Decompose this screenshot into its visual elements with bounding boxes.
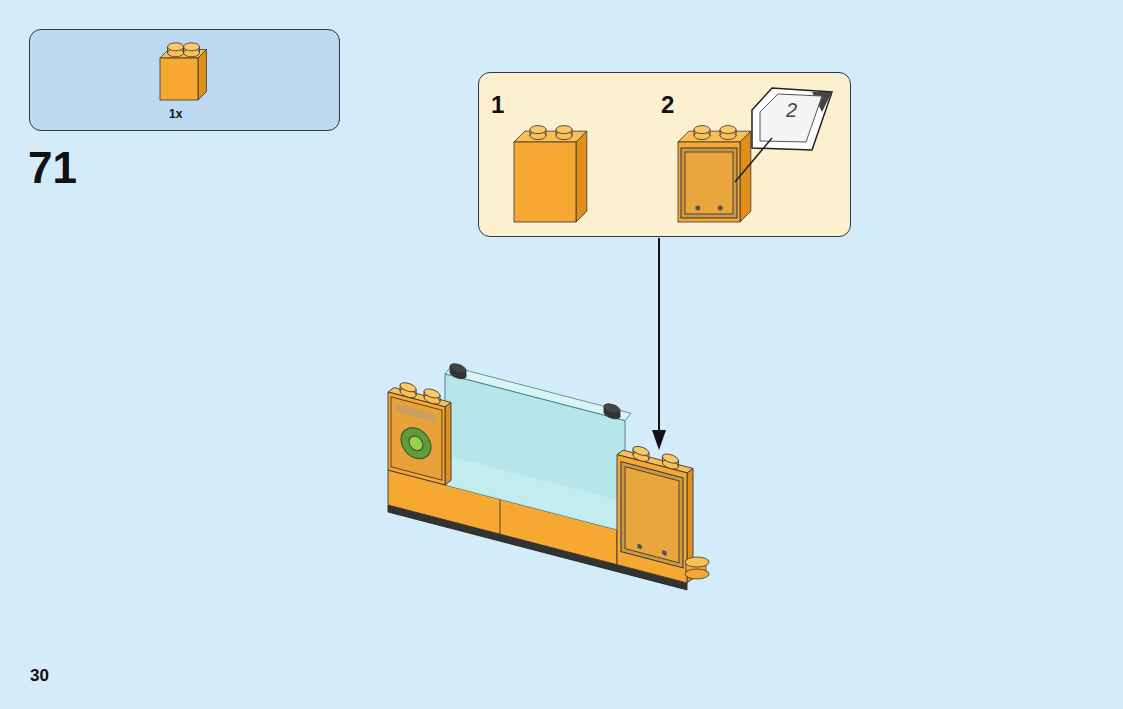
stud [720, 126, 736, 134]
clip [685, 557, 709, 579]
stud [168, 43, 184, 51]
stud [400, 381, 416, 393]
stud [184, 49, 200, 57]
stud [530, 130, 546, 136]
stud [168, 47, 184, 53]
sticker [718, 206, 723, 211]
brick-top [388, 386, 451, 408]
sticker-banner [397, 404, 435, 422]
stud [556, 130, 572, 136]
sub-assembly-box: 12 [478, 72, 851, 237]
page-number: 30 [30, 667, 49, 684]
glass-top [445, 365, 631, 422]
brick-side [198, 50, 206, 100]
sticker-number: 2 [786, 100, 797, 120]
sticker [391, 397, 442, 480]
stud [424, 387, 440, 399]
stud [556, 126, 572, 134]
brick-front [678, 142, 740, 222]
sticker [625, 467, 679, 563]
stud [400, 387, 416, 399]
parts-list-box: 1x [29, 29, 340, 131]
stud [424, 393, 440, 405]
glass-panel [445, 374, 625, 532]
brick-front [617, 455, 687, 583]
stud [720, 132, 736, 140]
sticker [695, 206, 700, 211]
sticker [685, 152, 733, 214]
brick-top [514, 131, 587, 142]
brick-front [388, 392, 445, 485]
stud [633, 445, 649, 457]
stud [662, 456, 678, 466]
stud [694, 126, 710, 134]
seam [500, 499, 501, 534]
stud [530, 126, 546, 134]
stud [184, 47, 200, 53]
stud [604, 402, 620, 414]
placement-arrow [652, 238, 666, 450]
part-brick [160, 43, 206, 100]
brick-top [617, 449, 693, 475]
stud [694, 130, 710, 136]
stud [530, 132, 546, 140]
sticker [637, 543, 642, 549]
seam [617, 530, 618, 565]
stud [662, 452, 678, 464]
stud [633, 449, 649, 459]
step-number: 2 [661, 93, 674, 117]
step-number: 71 [28, 146, 77, 190]
part-count: 1x [169, 108, 182, 120]
base-brick [388, 470, 687, 583]
sticker [662, 550, 667, 556]
stud [662, 458, 678, 470]
glass-panel [448, 456, 622, 531]
model [388, 346, 693, 591]
stud [450, 362, 466, 374]
sticker-emblem [409, 434, 423, 452]
stud [556, 132, 572, 140]
step-number: 1 [491, 93, 504, 117]
sub-assembly [514, 126, 751, 222]
sticker [621, 462, 683, 568]
stud [168, 49, 184, 57]
stud [604, 406, 620, 416]
brick-top [678, 131, 751, 142]
base-plate [388, 505, 687, 590]
stud [720, 130, 736, 136]
brick-top [160, 50, 206, 58]
sticker-icon [735, 88, 832, 182]
stud [450, 366, 466, 376]
sticker [681, 148, 737, 218]
stud [424, 391, 440, 401]
brick-front [514, 142, 576, 222]
brick-side [445, 401, 451, 487]
sticker-emblem [401, 424, 431, 462]
stud [633, 451, 649, 463]
brick-side [576, 131, 587, 222]
brick-side [687, 467, 693, 585]
stud [604, 408, 620, 420]
stud [450, 368, 466, 380]
stud [184, 43, 200, 51]
stud [694, 132, 710, 140]
brick-front [160, 58, 198, 100]
brick-side [740, 131, 751, 222]
stud [400, 385, 416, 395]
